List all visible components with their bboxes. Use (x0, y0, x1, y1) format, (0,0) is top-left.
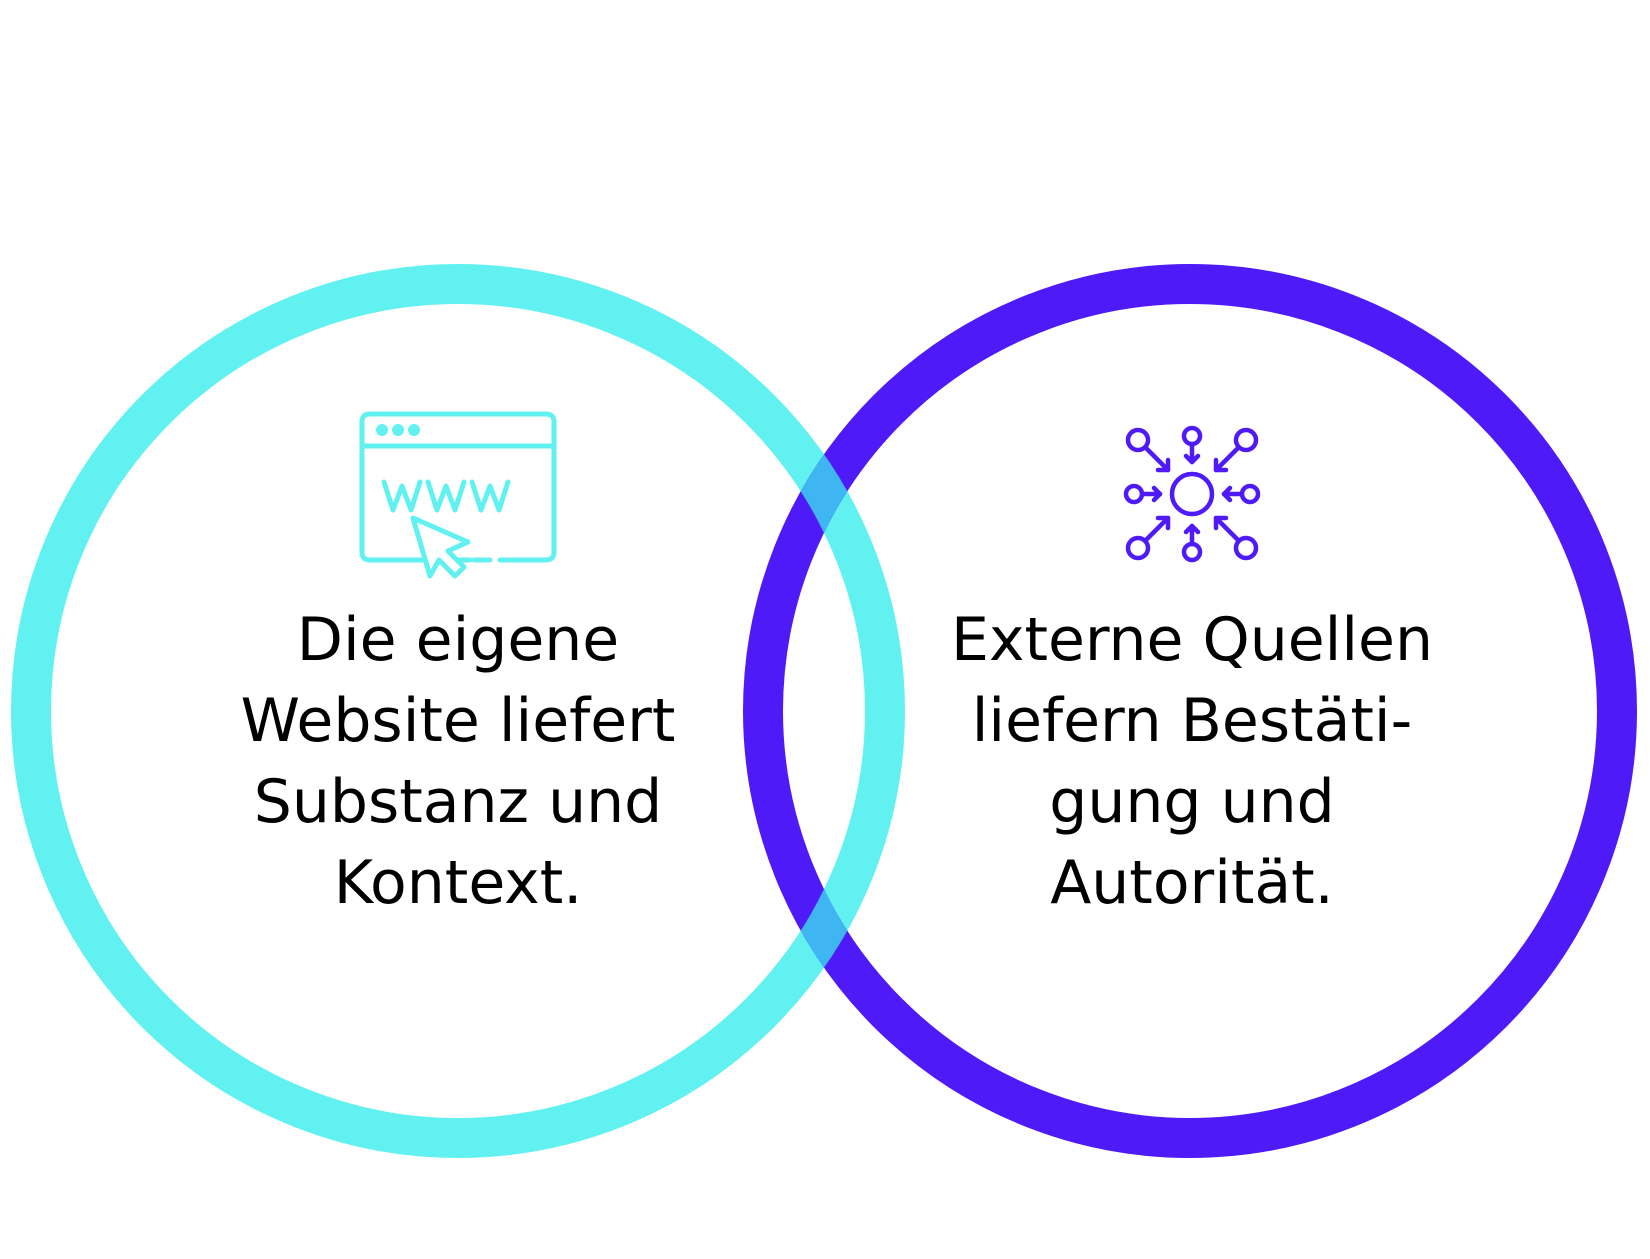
browser-www-cursor-icon (359, 411, 557, 579)
left-circle (11, 264, 905, 1158)
right-line-4: Autorität. (1050, 848, 1334, 918)
right-line-1: Externe Quellen (951, 605, 1433, 675)
left-line-2: Website liefert (240, 686, 676, 756)
ring-overlap (743, 264, 1637, 1158)
left-line-3: Substanz und (253, 767, 663, 837)
right-line-3: gung und (1049, 767, 1335, 837)
network-hub-arrows-icon (1123, 425, 1261, 563)
right-circle-text: Externe Quellen liefern Bestäti- gung un… (932, 600, 1452, 924)
left-line-1: Die eigene (296, 605, 620, 675)
right-line-2: liefern Bestäti- (971, 686, 1413, 756)
left-line-4: Kontext. (333, 848, 583, 918)
left-circle-text: Die eigene Website liefert Substanz und … (198, 600, 718, 924)
